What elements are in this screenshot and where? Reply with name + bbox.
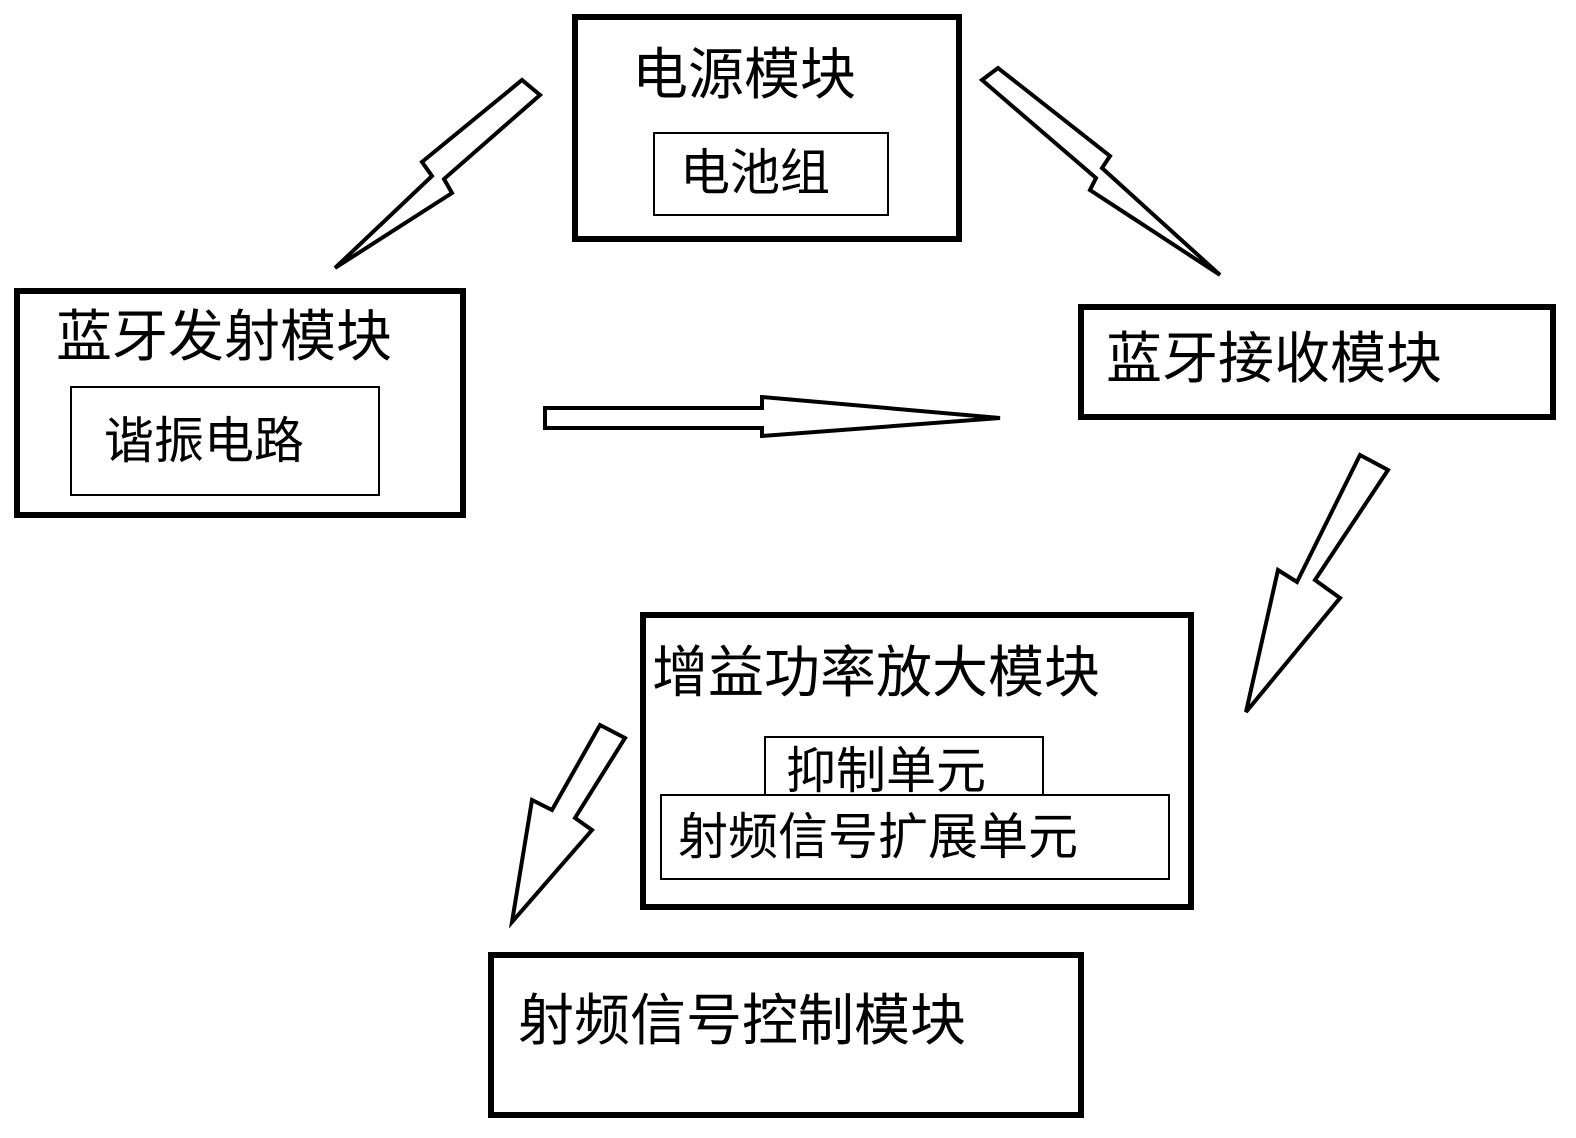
power-module-title: 电源模块 [632, 43, 856, 108]
arrow-gain-amp-to-rf-control [508, 722, 628, 929]
rf-signal-extension-unit-label: 射频信号扩展单元 [678, 808, 1078, 866]
arrow-bt-tx-to-bt-rx [543, 394, 1001, 439]
bt-receiver-title: 蓝牙接收模块 [1106, 327, 1442, 392]
battery-pack-label: 电池组 [680, 144, 830, 202]
battery-pack-unit: 电池组 [653, 132, 889, 216]
bt-receiver-module: 蓝牙接收模块 [1078, 304, 1556, 420]
arrow-power-to-bt-tx [333, 77, 544, 270]
gain-amplifier-title: 增益功率放大模块 [652, 641, 1100, 706]
gain-amplifier-module: 增益功率放大模块 抑制单元 射频信号扩展单元 [640, 612, 1194, 910]
rf-signal-extension-unit: 射频信号扩展单元 [660, 794, 1170, 880]
power-module: 电源模块 电池组 [572, 14, 962, 242]
resonant-circuit-unit: 谐振电路 [70, 386, 380, 496]
bt-transmitter-title: 蓝牙发射模块 [56, 305, 392, 370]
rf-control-module: 射频信号控制模块 [488, 952, 1084, 1118]
rf-control-title: 射频信号控制模块 [518, 989, 966, 1054]
suppression-unit-label: 抑制单元 [786, 742, 986, 800]
arrow-power-to-bt-rx [978, 65, 1222, 277]
bt-transmitter-module: 蓝牙发射模块 谐振电路 [14, 288, 466, 518]
resonant-circuit-label: 谐振电路 [104, 412, 304, 470]
arrow-bt-rx-to-gain-amp [1244, 452, 1391, 714]
